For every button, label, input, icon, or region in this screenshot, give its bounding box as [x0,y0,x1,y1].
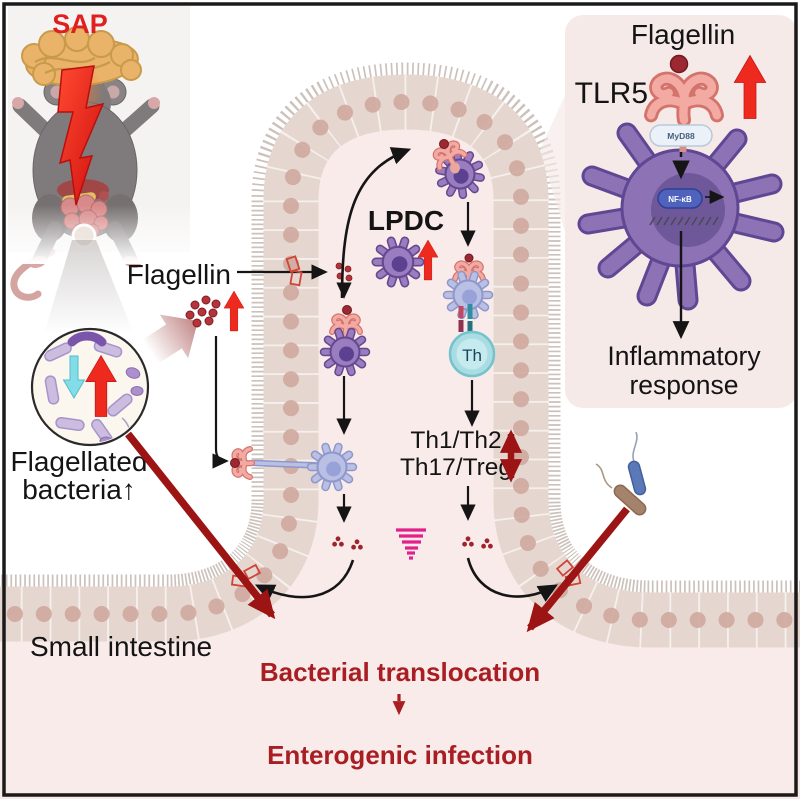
bacterium-brown [613,484,647,516]
enterogenic-infection-label: Enterogenic infection [267,740,533,770]
flagellated-bacteria-label-2: bacteria↑ [22,474,136,505]
luminal-sampling-arrow [212,336,229,469]
coccus [125,367,141,379]
dc-migration-arrow [340,147,412,299]
cytokine-to-junction-arrow [466,557,558,602]
flagellum [595,463,613,489]
flagellin-ball [464,253,474,263]
flagellin-dots-lumen [185,295,221,328]
small-intestine-epithelium [0,62,800,799]
th1-th2-label: Th1/Th2 [410,427,501,454]
small-intestine-label: Small intestine [30,631,212,662]
curved-bacterium [67,331,107,347]
epithelial-nuclei [0,93,800,628]
flagellin-label: Flagellin [127,259,231,290]
cytokine-gradient-icon [396,528,426,560]
th-cell-icon [448,330,496,378]
myd88-pill [649,124,713,147]
tlr5-signaling-panel: Flagellin TLR5 MyD88 NF-κB [565,15,797,408]
myd88-label: MyD88 [667,131,695,141]
dendritic-cell-icon [324,332,366,372]
zoom-wedge [540,93,566,235]
mouse-arm-left [12,98,53,138]
nfkb-pill [657,188,703,209]
mhc-tcr-synapse [458,304,473,334]
bacterium-blue [627,460,647,496]
inflammatory-label-2: response [629,370,738,400]
lightning-bolt-icon [57,65,105,206]
mouse-arm-right [117,98,160,138]
th-cell-label: Th [462,346,482,365]
lpdc-label: LPDC [368,205,444,236]
translocation-arrow-left [125,431,276,620]
pancreas-icon [21,26,142,87]
receptor-base [450,162,460,174]
nfkb-label: NF-κB [668,195,692,204]
tight-junction-icon [285,255,303,287]
mouse-paw [148,97,160,109]
inflammatory-label-1: Inflammatory [607,341,761,371]
flagellated-bacteria-label-1: Flagellated [11,446,148,477]
dna-hatch [649,216,719,226]
tlr5-label: TLR5 [575,77,648,110]
bacteria-magnifier-circle [30,327,150,447]
bacterial-translocation-label: Bacterial translocation [260,657,540,687]
lpdc-cell-icon [376,241,420,283]
translocating-bacteria [595,431,647,516]
flagellin-ball [230,458,240,468]
th17-treg-label: Th17/Treg [400,454,512,481]
bacterium-rod [44,340,133,443]
magnifier-beam [44,240,134,334]
mouse-paw [12,97,24,109]
flagellin-ball [669,54,689,74]
coccus [130,386,144,396]
release-arrow-icon [142,314,198,364]
translocation-arrow-right [526,506,630,633]
flagellum [632,431,638,463]
dendritic-cell-icon [311,447,353,487]
flagellin-ball [439,139,449,149]
nucleus [651,173,725,247]
panel-flagellin-label: Flagellin [631,19,735,50]
flagellin-ball [342,305,352,315]
sap-label: SAP [52,9,108,39]
